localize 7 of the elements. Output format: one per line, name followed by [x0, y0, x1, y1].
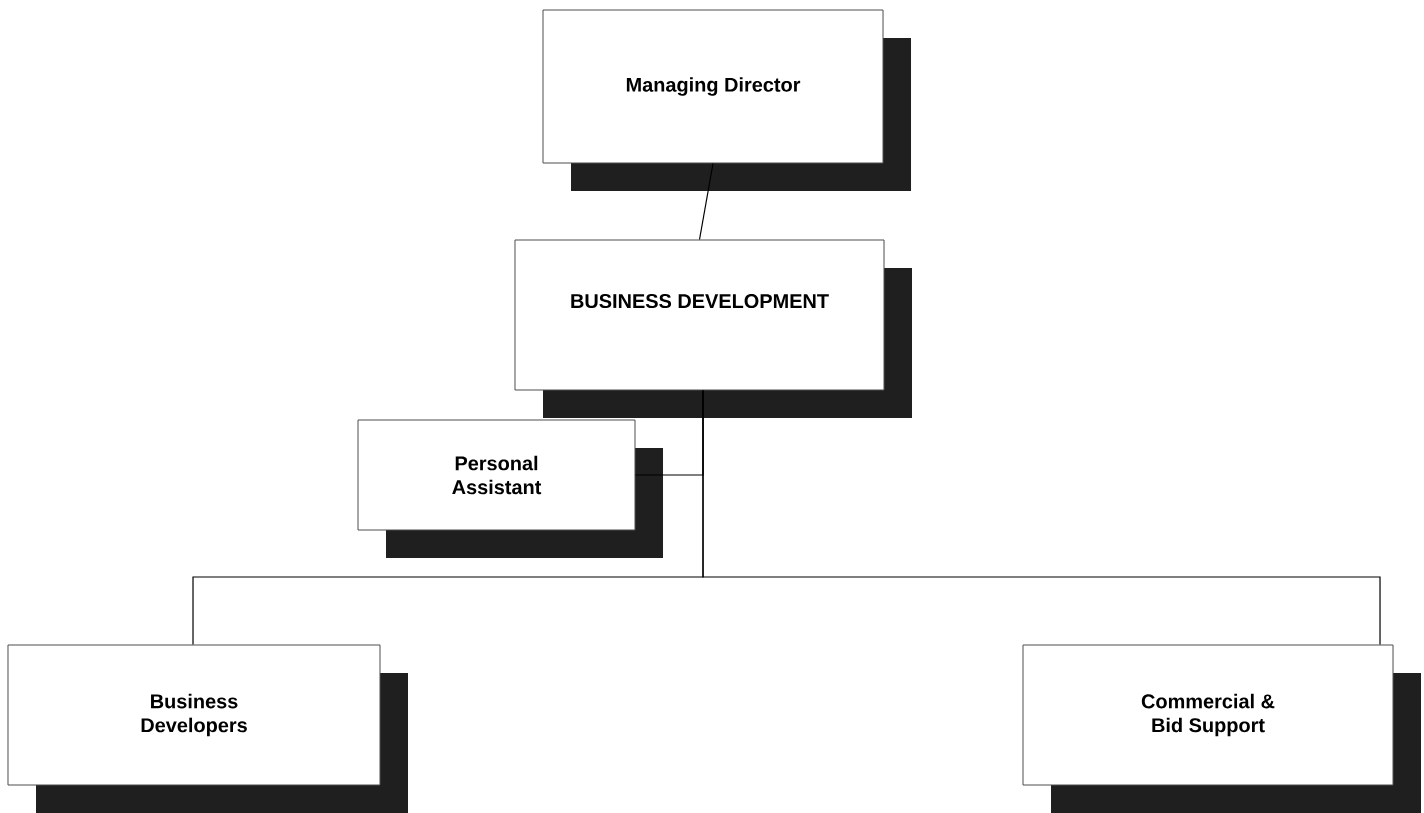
- connector-line: [702, 389, 1381, 646]
- org-box: Business Developers: [7, 644, 408, 813]
- org-box: Managing Director: [542, 9, 911, 191]
- org-box: Personal Assistant: [357, 419, 663, 558]
- org-box: BUSINESS DEVELOPMENT: [514, 239, 912, 418]
- org-box: Commercial & Bid Support: [1022, 644, 1421, 813]
- connector-line: [698, 162, 714, 241]
